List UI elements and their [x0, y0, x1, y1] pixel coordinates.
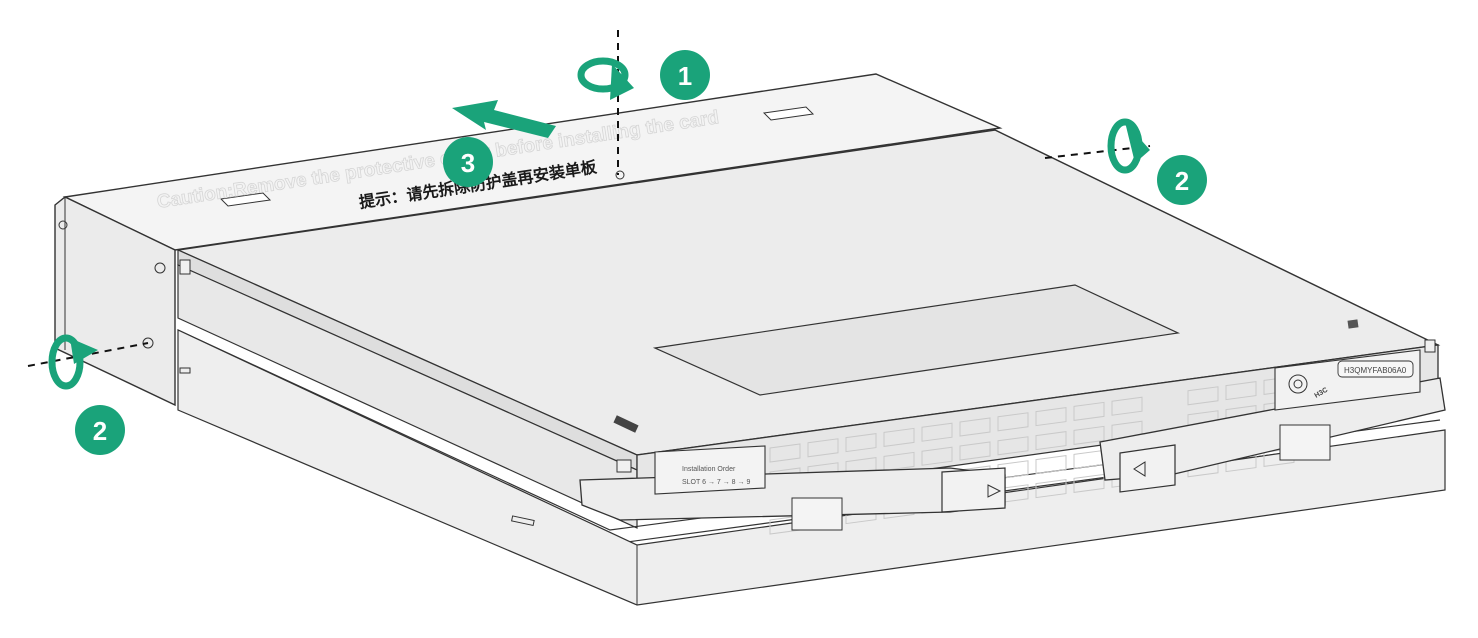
- vent-slot: [959, 417, 991, 437]
- vent-slot: [1073, 473, 1105, 493]
- vent-slot: [1111, 396, 1143, 416]
- rotation-arrow-step2-left: [48, 334, 98, 390]
- vent-slot: [997, 436, 1029, 456]
- installation-order-line1: Installation Order: [682, 466, 736, 473]
- step-number-3: 3: [461, 148, 475, 178]
- step-number-2-left: 2: [93, 416, 107, 446]
- slide-arrow-step3: [452, 100, 556, 138]
- vent-slot: [769, 443, 801, 463]
- step-badge-1: 1: [660, 50, 710, 100]
- front-panel: Installation Order SLOT 6 → 7 → 8 → 9 H3…: [179, 259, 1446, 535]
- vent-slot: [1035, 479, 1067, 499]
- vent-slot: [807, 438, 839, 458]
- step-badge-2-right: 2: [1157, 155, 1207, 205]
- vent-slot: [883, 451, 915, 471]
- vent-slot: [1073, 401, 1105, 421]
- step-badge-2-left: 2: [75, 405, 125, 455]
- vent-slot: [997, 412, 1029, 432]
- card-body: [175, 129, 1446, 606]
- vent-slot: [1035, 431, 1067, 451]
- installation-order-line2: SLOT 6 → 7 → 8 → 9: [682, 479, 750, 486]
- rotation-arrow-step1: [577, 57, 634, 100]
- vent-slot: [1035, 455, 1067, 475]
- step-number-1: 1: [678, 61, 692, 91]
- vent-slot: [921, 446, 953, 466]
- vent-slot: [1225, 381, 1257, 401]
- vent-slot: [959, 441, 991, 461]
- vent-slot: [1073, 425, 1105, 445]
- vent-slot: [883, 427, 915, 447]
- rotation-axes: [27, 30, 1151, 367]
- vent-slot: [921, 422, 953, 442]
- model-label: H3QMYFAB06A0: [1344, 366, 1407, 375]
- vent-slot: [1035, 407, 1067, 427]
- rotation-arrow-step2-right: [1107, 118, 1150, 174]
- step-number-2-right: 2: [1175, 166, 1189, 196]
- vent-slot: [1187, 386, 1219, 406]
- step-badge-3: 3: [443, 137, 493, 187]
- vent-slot: [845, 433, 877, 453]
